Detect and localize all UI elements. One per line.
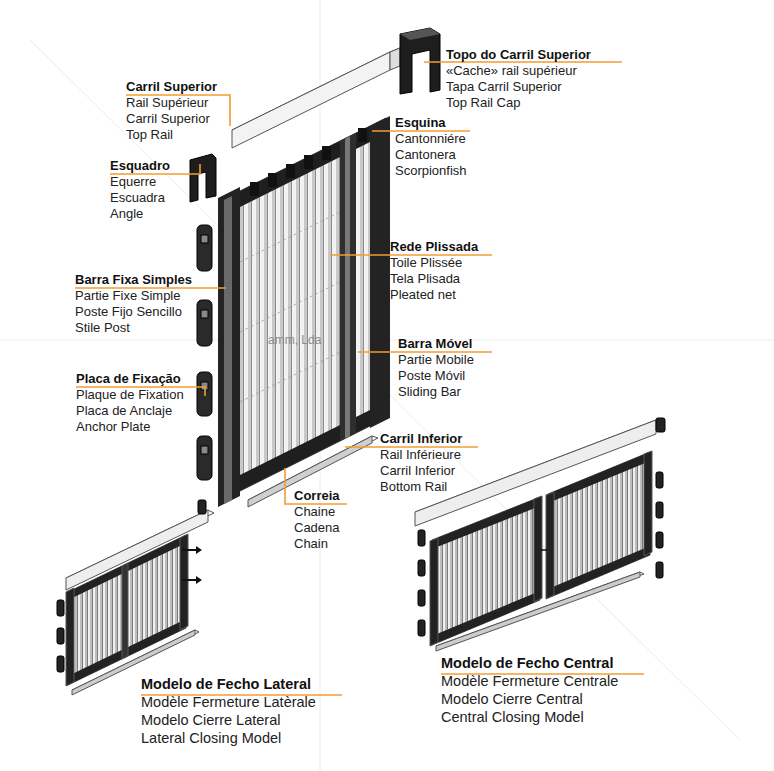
part-translation: Modelo Cierre Central <box>441 691 583 708</box>
part-translation: Partie Fixe Simple <box>75 288 180 304</box>
part-translation: Carril Superior <box>126 111 210 127</box>
part-heading: Barra Móvel <box>398 336 472 352</box>
part-heading: Rede Plissada <box>390 239 478 255</box>
part-translation: Placa de Anclaje <box>76 403 172 419</box>
part-heading: Carril Inferior <box>380 431 462 447</box>
leader-lines <box>75 62 644 695</box>
watermark: amm, Lda <box>268 333 321 347</box>
part-heading: Esquadro <box>110 158 170 174</box>
part-translation: Anchor Plate <box>76 419 150 435</box>
part-translation: Modèle Fermeture Latèrale <box>141 694 316 711</box>
part-heading: Modelo de Fecho Central <box>441 655 613 672</box>
part-translation: Stile Post <box>75 320 130 336</box>
part-translation: Central Closing Model <box>441 709 584 726</box>
pleated-screen <box>218 116 390 507</box>
part-translation: Escuadra <box>110 190 165 206</box>
part-translation: Poste Móvil <box>398 368 465 384</box>
part-translation: Poste Fijo Sencillo <box>75 304 182 320</box>
part-translation: Plaque de Fixation <box>76 387 184 403</box>
part-translation: Tapa Carril Superior <box>446 79 562 95</box>
part-translation: Pleated net <box>390 287 456 303</box>
part-heading: Carril Superior <box>126 79 217 95</box>
part-heading: Esquina <box>395 115 446 131</box>
part-translation: Top Rail <box>126 127 173 143</box>
part-translation: Modelo Cierre Lateral <box>141 712 280 729</box>
part-translation: Top Rail Cap <box>446 95 520 111</box>
part-translation: Modèle Fermeture Centrale <box>441 673 618 690</box>
part-translation: «Cache» rail supérieur <box>446 63 577 79</box>
part-translation: Partie Mobile <box>398 352 474 368</box>
anchor-plates <box>197 225 212 480</box>
part-translation: Rail Inférieure <box>380 447 461 463</box>
part-translation: Angle <box>110 206 143 222</box>
part-translation: Bottom Rail <box>380 479 447 495</box>
part-translation: Toile Plissée <box>390 255 462 271</box>
part-translation: Carril Inferior <box>380 463 455 479</box>
part-translation: Cadena <box>294 520 340 536</box>
angle-bracket <box>190 154 216 202</box>
part-heading: Placa de Fixação <box>76 371 181 387</box>
top-rail-cap <box>400 28 440 94</box>
part-translation: Cantonera <box>395 147 456 163</box>
part-heading: Modelo de Fecho Lateral <box>141 676 311 693</box>
part-translation: Lateral Closing Model <box>141 730 281 747</box>
part-heading: Topo do Carril Superior <box>446 47 591 63</box>
part-translation: Tela Plisada <box>390 271 460 287</box>
part-translation: Scorpionfish <box>395 163 467 179</box>
part-translation: Sliding Bar <box>398 384 461 400</box>
part-translation: Cantonniére <box>395 131 466 147</box>
part-translation: Chaine <box>294 504 335 520</box>
part-heading: Correia <box>294 488 340 504</box>
part-translation: Equerre <box>110 174 156 190</box>
lateral-closing-model <box>57 500 214 695</box>
part-heading: Barra Fixa Simples <box>75 272 192 288</box>
part-translation: Chain <box>294 536 328 552</box>
part-translation: Rail Supérieur <box>126 95 208 111</box>
